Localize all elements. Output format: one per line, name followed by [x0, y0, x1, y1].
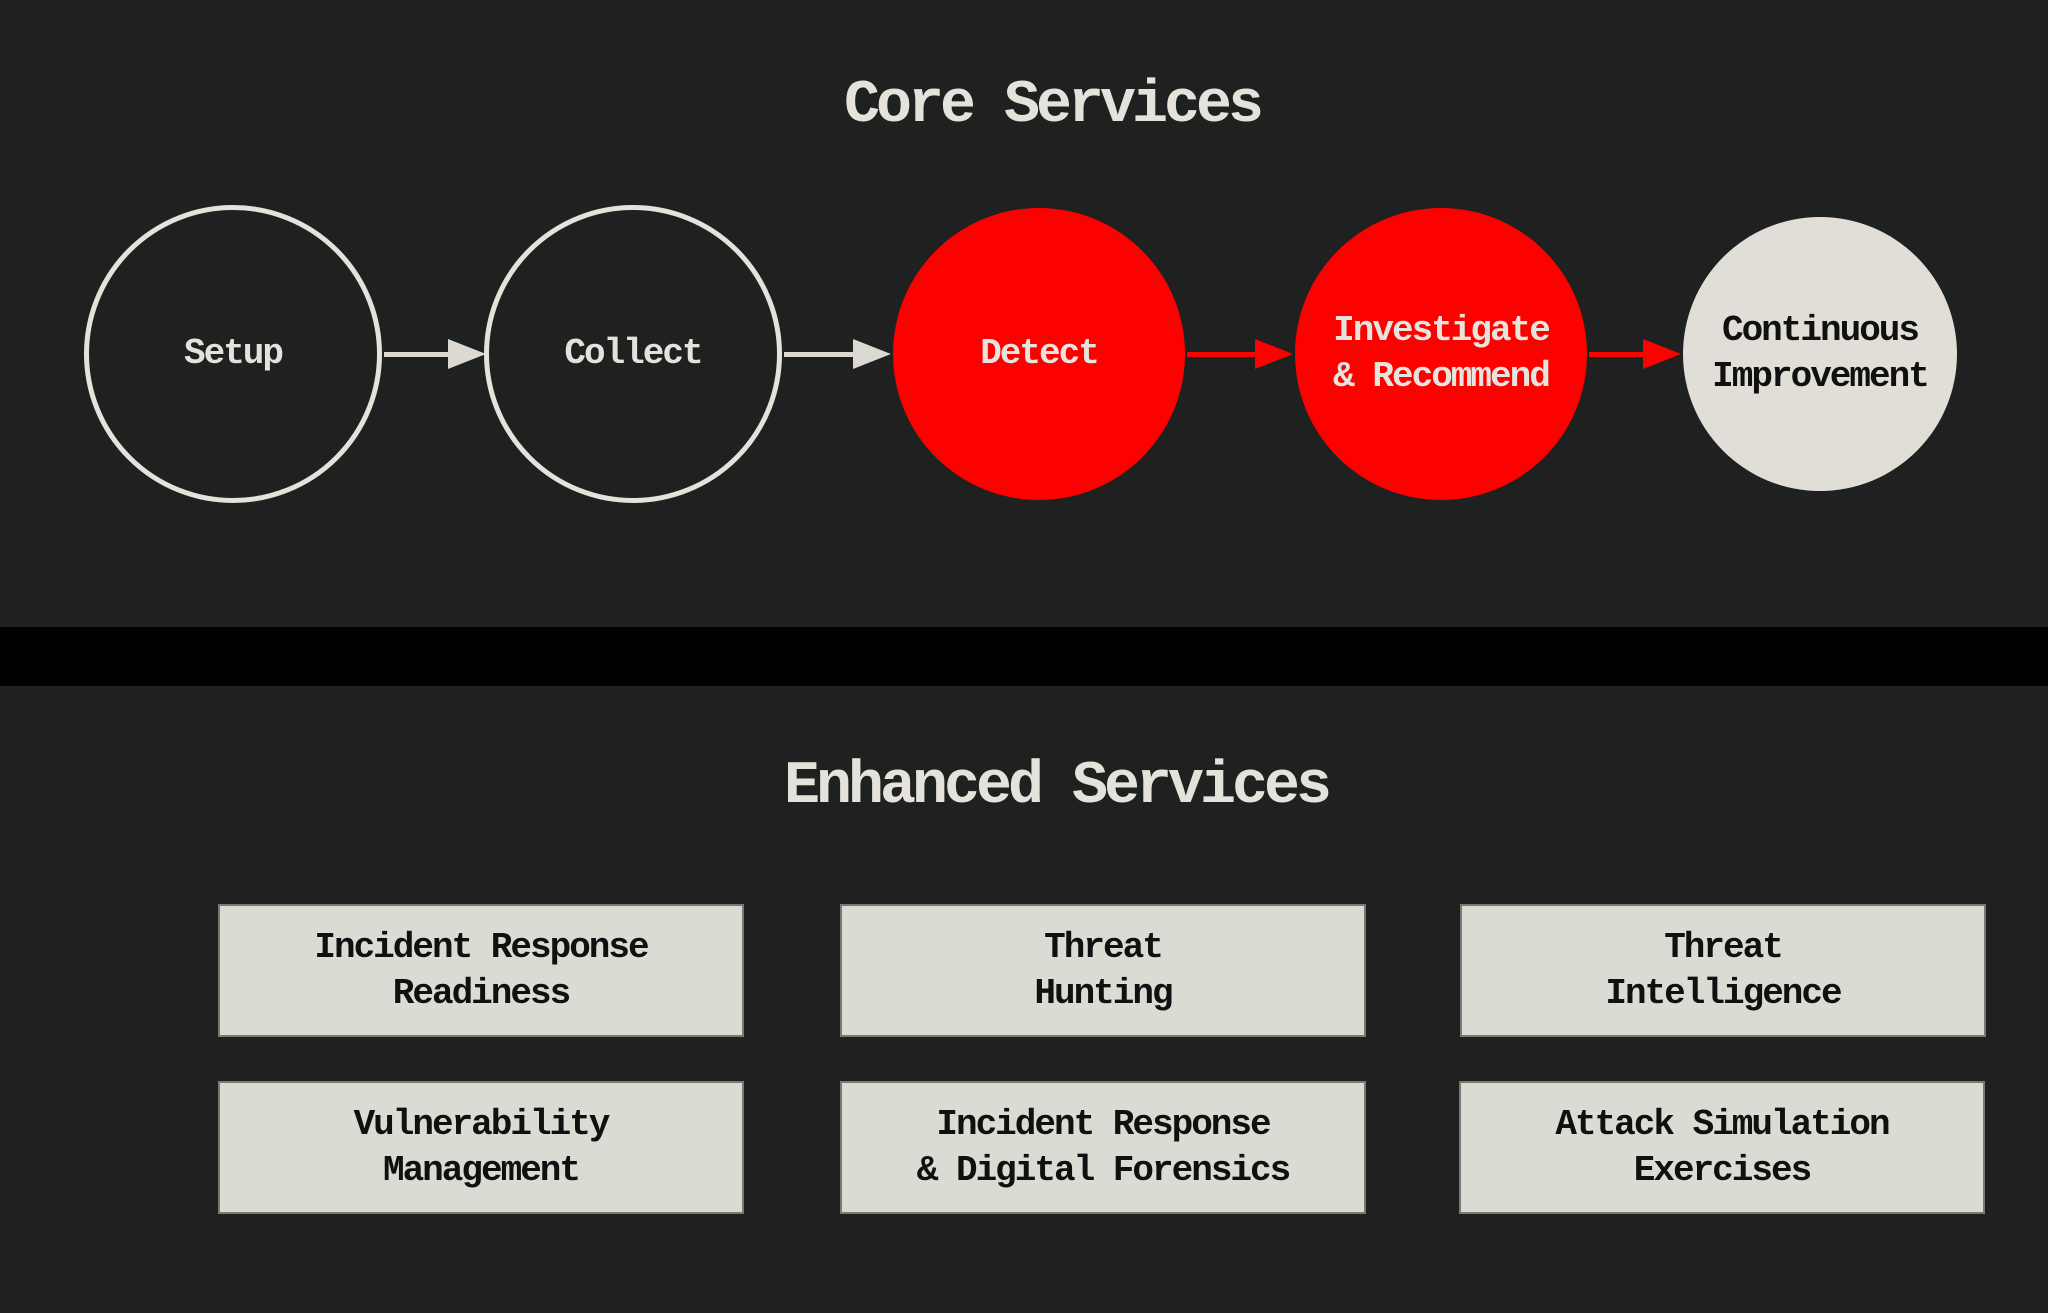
step-circle-investigate-recommend: Investigate & Recommend [1295, 208, 1587, 500]
step-label-continuous-improvement: Continuous Improvement [1712, 310, 1930, 397]
arrow-detect-to-investigate-icon [1187, 339, 1293, 369]
arrow-stem [1589, 351, 1643, 357]
arrow-head [853, 339, 891, 369]
enhanced-box-label: Incident Response & Digital Forensics [916, 1103, 1291, 1191]
enhanced-box-label: Threat Hunting [1034, 926, 1173, 1014]
enhanced-box-label: Attack Simulation Exercises [1555, 1103, 1890, 1191]
step-label-setup: Setup [183, 333, 284, 374]
arrow-head [1255, 339, 1293, 369]
arrow-collect-to-detect-icon [784, 339, 891, 369]
step-circle-detect: Detect [893, 208, 1185, 500]
arrow-stem [784, 351, 853, 357]
arrow-investigate-to-improvement-icon [1589, 339, 1681, 369]
enhanced-box-incident-response-readiness: Incident Response Readiness [218, 904, 744, 1037]
arrow-setup-to-collect-icon [384, 339, 486, 369]
step-circle-collect: Collect [484, 205, 782, 503]
arrow-head [448, 339, 486, 369]
section-divider-bar [0, 627, 2048, 686]
arrow-stem [384, 351, 448, 357]
step-label-investigate-recommend: Investigate & Recommend [1333, 310, 1551, 397]
enhanced-services-title: Enhanced Services [783, 753, 1332, 821]
step-label-detect: Detect [980, 333, 1100, 374]
step-circle-continuous-improvement: Continuous Improvement [1683, 217, 1957, 491]
step-circle-setup: Setup [84, 205, 382, 503]
enhanced-box-label: Vulnerability Management [353, 1103, 611, 1191]
enhanced-box-vulnerability-management: Vulnerability Management [218, 1081, 744, 1214]
enhanced-box-incident-response-digital-forensics: Incident Response & Digital Forensics [840, 1081, 1366, 1214]
enhanced-box-label: Threat Intelligence [1605, 926, 1842, 1014]
enhanced-box-label: Incident Response Readiness [314, 926, 649, 1014]
arrow-head [1643, 339, 1681, 369]
arrow-stem [1187, 351, 1255, 357]
step-label-collect: Collect [564, 333, 703, 374]
core-services-title: Core Services [843, 72, 1264, 140]
enhanced-box-threat-hunting: Threat Hunting [840, 904, 1366, 1037]
enhanced-box-attack-simulation-exercises: Attack Simulation Exercises [1459, 1081, 1985, 1214]
enhanced-box-threat-intelligence: Threat Intelligence [1460, 904, 1986, 1037]
